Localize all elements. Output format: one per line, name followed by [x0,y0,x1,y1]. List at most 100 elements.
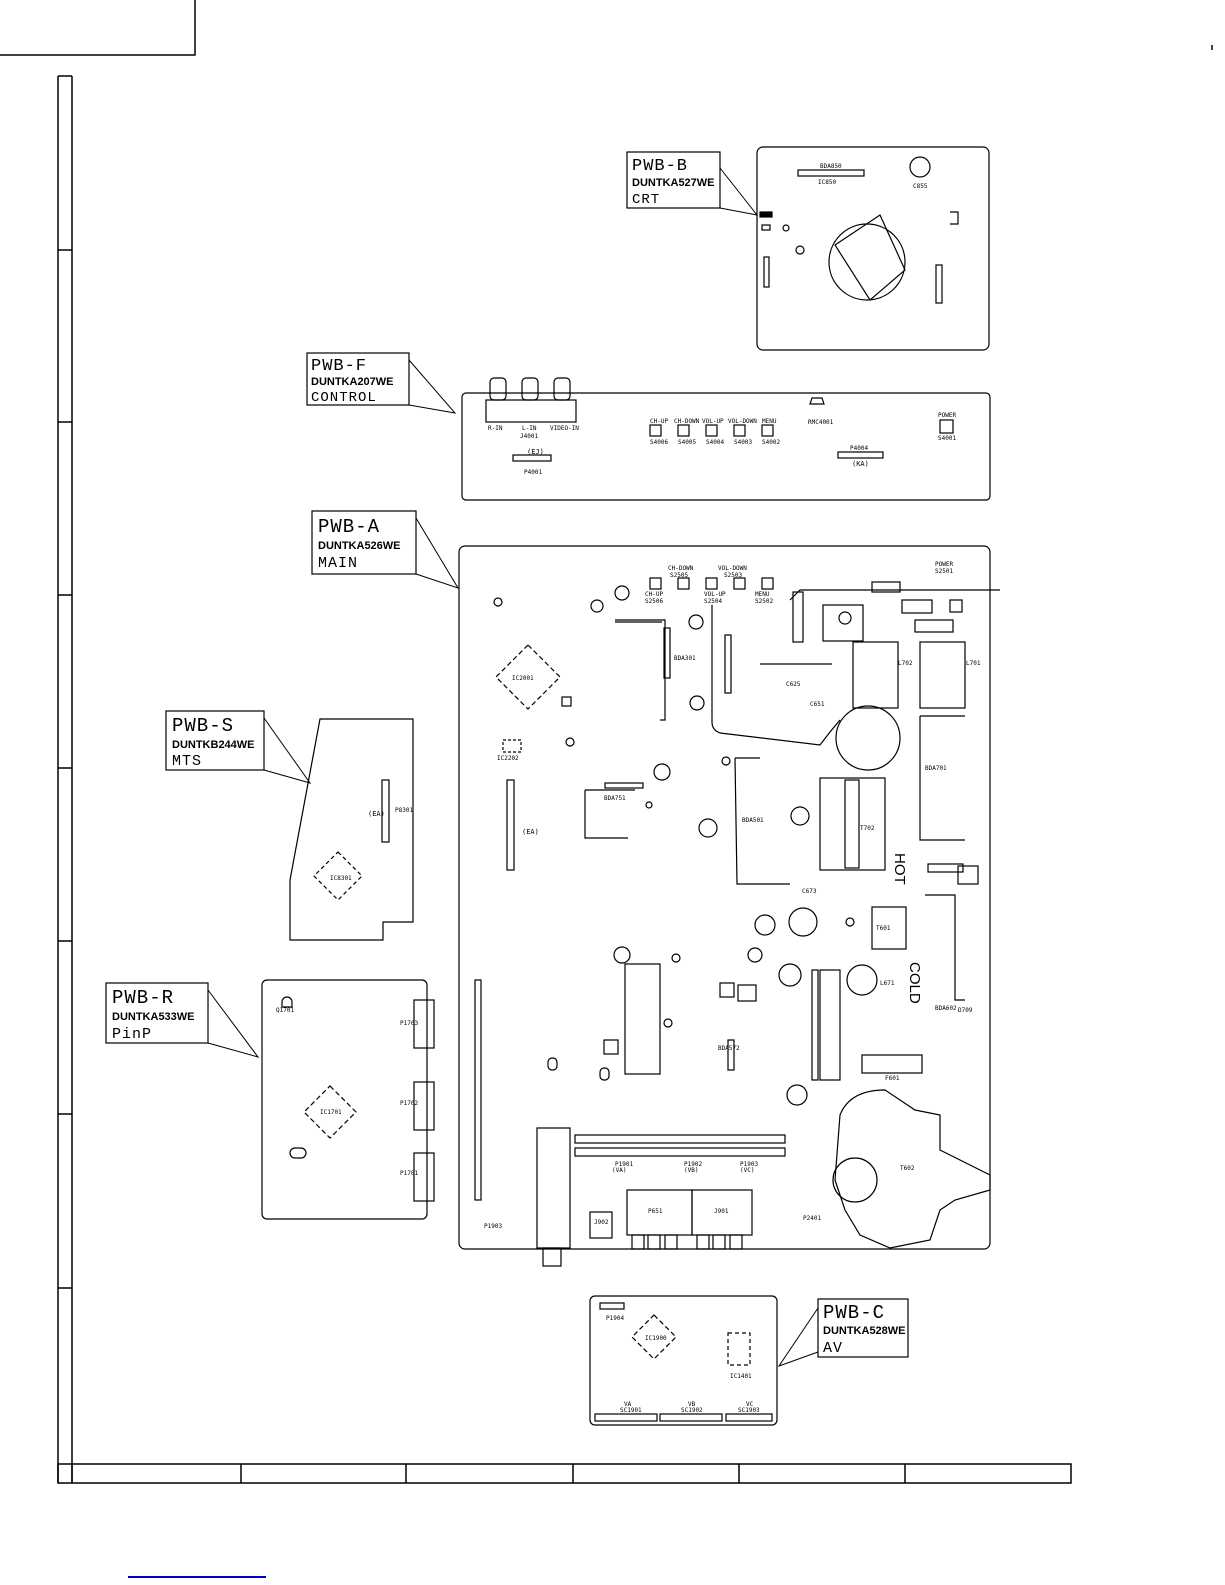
pwb-s-labels: P8301 IC8301 (EA) [330,807,413,882]
svg-text:P1902: P1902 [684,1161,702,1168]
svg-text:L701: L701 [966,660,981,667]
svg-text:IC1900: IC1900 [645,1335,667,1342]
svg-text:J901: J901 [714,1208,729,1215]
svg-text:S2503: S2503 [724,572,742,579]
svg-text:P2401: P2401 [803,1215,821,1222]
svg-text:BDA301: BDA301 [674,655,696,662]
svg-text:BDA850: BDA850 [820,163,842,170]
svg-text:(EA): (EA) [522,828,539,836]
svg-text:T601: T601 [876,925,891,932]
svg-text:CH-UP: CH-UP [650,418,668,425]
svg-text:MENU: MENU [762,418,777,425]
svg-text:VC: VC [746,1401,754,1408]
svg-text:P1903: P1903 [484,1223,502,1230]
svg-text:VOL-UP: VOL-UP [704,591,726,598]
svg-text:T602: T602 [900,1165,915,1172]
svg-text:C625: C625 [786,681,801,688]
svg-text:S2504: S2504 [704,598,722,605]
svg-text:P4004: P4004 [850,445,868,452]
svg-text:L-IN: L-IN [522,425,537,432]
pwb-a-id: PWB-A [318,516,380,538]
pwb-r-pinp-board [261,979,435,1220]
pwb-a-labels: CH-DOWN S2505 VOL-DOWN S2503 CH-UP S2506… [484,561,981,1230]
svg-text:P1702: P1702 [400,1100,418,1107]
svg-text:R-IN: R-IN [488,425,503,432]
pwb-a-name: MAIN [318,555,358,572]
pwb-b-id: PWB-B [632,157,688,176]
svg-text:IC1401: IC1401 [730,1373,752,1380]
svg-text:S4005: S4005 [678,439,696,446]
svg-text:C673: C673 [802,888,817,895]
pwb-c-id: PWB-C [823,1302,885,1324]
pwb-a-code: DUNTKA526WE [318,540,401,552]
svg-text:S2505: S2505 [670,572,688,579]
svg-text:C651: C651 [810,701,825,708]
svg-text:BDA572: BDA572 [718,1045,740,1052]
pwb-f-id: PWB-F [311,357,367,376]
svg-text:S4004: S4004 [706,439,724,446]
svg-text:SC1903: SC1903 [738,1407,760,1414]
svg-text:SC1902: SC1902 [681,1407,703,1414]
svg-text:VB: VB [688,1401,696,1408]
pwb-f-name: CONTROL [311,390,377,406]
svg-text:L671: L671 [880,980,895,987]
svg-text:D709: D709 [958,1007,973,1014]
pwb-r-code: DUNTKA533WE [112,1011,195,1023]
svg-text:VIDEO-IN: VIDEO-IN [550,425,579,432]
svg-text:Q1701: Q1701 [276,1007,294,1014]
svg-text:IC2202: IC2202 [497,755,519,762]
svg-text:F601: F601 [885,1075,900,1082]
pwb-b-callout: PWB-B DUNTKA527WE CRT [626,151,759,216]
svg-text:IC8301: IC8301 [330,875,352,882]
pwb-s-callout: PWB-S DUNTKB244WE MTS [165,710,312,784]
pwb-a-main-board [458,545,1000,1267]
pwb-b-name: CRT [632,192,660,208]
svg-text:P651: P651 [648,1208,663,1215]
svg-text:IC2001: IC2001 [512,675,534,682]
svg-text:SC1901: SC1901 [620,1407,642,1414]
pwb-r-callout: PWB-R DUNTKA533WE PinP [105,982,260,1058]
pwb-f-callout: PWB-F DUNTKA207WE CONTROL [306,352,457,414]
svg-text:BDA602: BDA602 [935,1005,957,1012]
page-frame [0,0,1213,1484]
svg-text:S4001: S4001 [938,435,956,442]
svg-text:S2506: S2506 [645,598,663,605]
pwb-r-id: PWB-R [112,987,174,1009]
pwb-f-code: DUNTKA207WE [311,376,394,388]
svg-text:T702: T702 [860,825,875,832]
svg-text:P1901: P1901 [615,1161,633,1168]
svg-text:(VC): (VC) [740,1167,754,1174]
svg-text:J902: J902 [594,1219,609,1226]
svg-text:S4002: S4002 [762,439,780,446]
svg-text:BDA701: BDA701 [925,765,947,772]
svg-text:S4003: S4003 [734,439,752,446]
pwb-c-code: DUNTKA528WE [823,1325,906,1337]
svg-text:BDA501: BDA501 [742,817,764,824]
svg-text:P1701: P1701 [400,1170,418,1177]
svg-text:IC850: IC850 [818,179,836,186]
svg-text:S2502: S2502 [755,598,773,605]
svg-text:(KA): (KA) [852,460,869,468]
pwb-c-labels: P1904 IC1900 IC1401 VA SC1901 VB SC1902 … [606,1315,760,1414]
svg-text:S2501: S2501 [935,568,953,575]
pwb-r-labels: P1703 P1702 P1701 IC1701 Q1701 [276,1007,418,1177]
svg-text:P8301: P8301 [395,807,413,814]
svg-text:L702: L702 [898,660,913,667]
pwb-s-id: PWB-S [172,715,234,737]
pwb-f-control-board [461,377,991,501]
pwb-r-name: PinP [112,1026,152,1043]
svg-text:CH-DOWN: CH-DOWN [668,565,694,572]
svg-text:P4001: P4001 [524,469,542,476]
footer-link-underline[interactable] [128,1576,266,1578]
svg-text:MENU: MENU [755,591,770,598]
pwb-f-labels: R-IN L-IN VIDEO-IN J4001 CH-UP S4006 CH-… [488,412,956,476]
svg-text:CH-DOWN: CH-DOWN [674,418,700,425]
svg-text:VOL-DOWN: VOL-DOWN [728,418,757,425]
pwb-b-crt-board [756,146,990,351]
pwb-c-callout: PWB-C DUNTKA528WE AV [777,1298,909,1367]
pwb-s-code: DUNTKB244WE [172,739,255,751]
svg-text:POWER: POWER [935,561,953,568]
svg-text:(EJ): (EJ) [527,448,544,456]
svg-text:POWER: POWER [938,412,956,419]
pwb-b-code: DUNTKA527WE [632,177,715,189]
